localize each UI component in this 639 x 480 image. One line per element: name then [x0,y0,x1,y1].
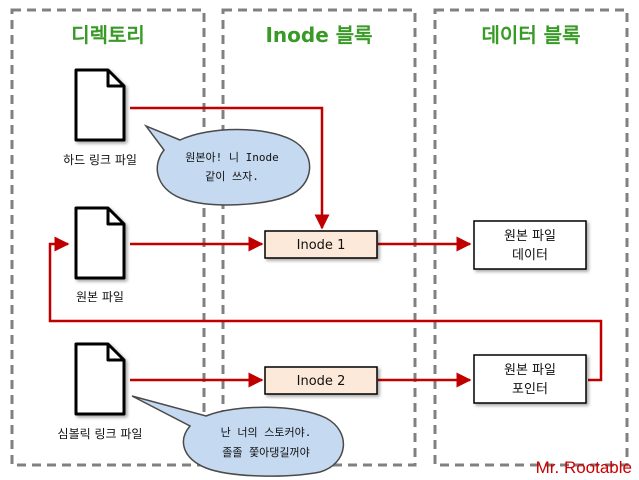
symbolic-link-file-label: 심볼릭 링크 파일 [58,427,143,441]
inode1-box [264,230,378,259]
original-file-label: 원본 파일 [76,290,124,304]
inode1-label: Inode 1 [297,238,346,253]
hard-link-bubble-text-line2: 같이 쓰자. [205,170,259,183]
hard-link-bubble-text-line1: 원본아! 니 Inode [185,151,278,164]
inode2-label: Inode 2 [297,374,346,389]
data-block-column [433,8,629,467]
data-block-title: 데이터 블록 [482,23,581,47]
symbolic-link-bubble-text-line1: 난 너의 스토커야. [221,426,312,439]
inode-block-title: Inode 블록 [265,23,372,47]
original-data-line2: 데이터 [512,248,548,263]
author-credit: Mr. Rootable [536,458,632,477]
symbolic-link-file-icon [74,342,126,416]
original-pointer-line1: 원본 파일 [504,363,556,378]
directory-title: 디렉토리 [71,23,145,47]
pointer-to-original-arrow [48,236,603,382]
original-file-icon [74,206,126,280]
symbolic-link-bubble-text-line2: 졸졸 쫓아댕길꺼야 [222,446,310,459]
original-pointer-box [473,354,587,404]
hard-link-file-label: 하드 링크 파일 [63,153,137,167]
inode2-box [264,366,378,395]
symbolic-link-speech-bubble [131,395,344,477]
original-data-line1: 원본 파일 [504,229,556,244]
original-pointer-line2: 포인터 [512,382,548,397]
hard-link-file-icon [74,68,126,142]
original-data-box [473,220,587,270]
hard-link-to-inode1-arrow [130,106,330,230]
directory-column [10,8,206,467]
hard-link-speech-bubble [143,124,311,206]
